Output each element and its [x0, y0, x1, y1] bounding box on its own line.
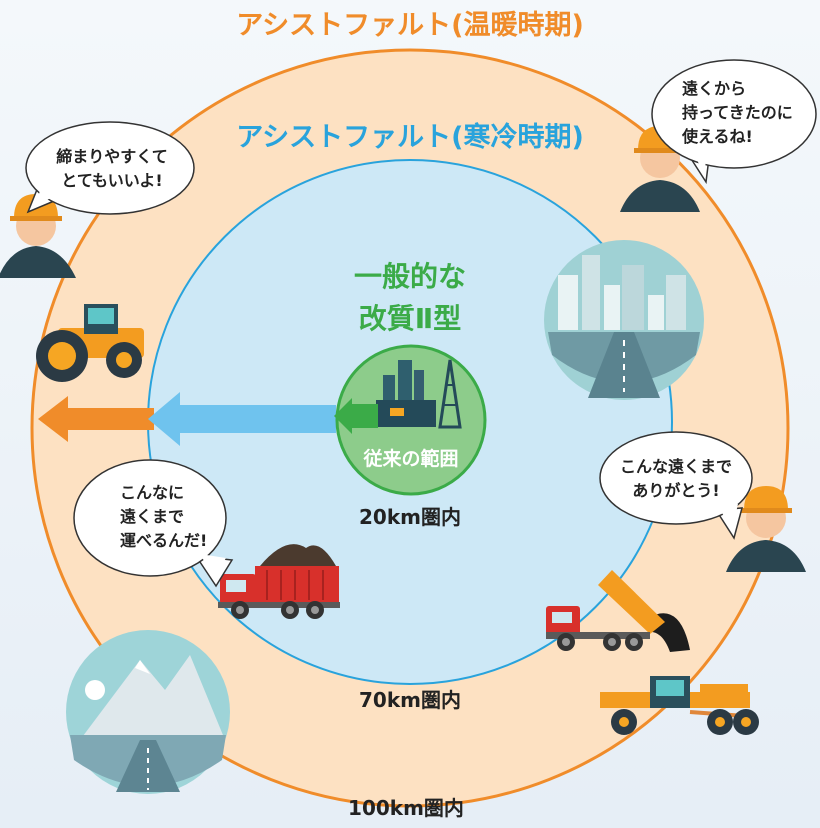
bubble-mid-right-line1: こんな遠くまで: [620, 457, 732, 476]
generic-label-line1: 一般的な: [354, 260, 466, 293]
motor-grader-icon: [600, 676, 759, 735]
title-cold: アシストファルト(寒冷時期): [236, 121, 584, 153]
bubble-mid-left-line1: こんなに: [120, 483, 184, 502]
bubble-top-left-line2: とてもいいよ!: [61, 171, 162, 190]
generic-label-line2: 改質Ⅱ型: [359, 302, 461, 335]
arrow-green: [334, 398, 378, 434]
conventional-label: 従来の範囲: [362, 447, 458, 470]
speech-bubble-mid-right: こんな遠くまで ありがとう!: [599, 431, 753, 540]
mountain-icon: [66, 630, 230, 794]
bubble-top-right-line1: 遠くから: [682, 79, 746, 98]
speech-bubble-top-right: 遠くから 持ってきたのに 使えるね!: [651, 59, 817, 185]
bubble-top-right-line3: 使えるね!: [681, 127, 753, 146]
arrow-blue: [148, 392, 336, 446]
range-label-70km: 70km圏内: [359, 688, 461, 712]
road-roller-icon: [36, 304, 144, 382]
bubble-top-left-line1: 締まりやすくて: [56, 147, 168, 166]
city-icon: [544, 240, 704, 400]
title-warm: アシストファルト(温暖時期): [236, 10, 584, 41]
range-label-20km: 20km圏内: [359, 505, 461, 529]
range-label-100km: 100km圏内: [348, 796, 464, 820]
speech-bubble-mid-left: こんなに 遠くまで 運べるんだ!: [73, 459, 234, 588]
bubble-mid-left-line2: 遠くまで: [120, 507, 184, 526]
factory-icon: [376, 359, 462, 429]
bubble-mid-left-line3: 運べるんだ!: [120, 531, 207, 550]
speech-bubble-top-left: 締まりやすくて とてもいいよ!: [25, 121, 195, 215]
worker-icon: [726, 486, 806, 572]
dump-truck-icon: [218, 544, 340, 619]
arrow-orange: [38, 396, 154, 442]
tipper-truck-icon: [546, 570, 690, 652]
bubble-mid-right-line2: ありがとう!: [632, 481, 719, 500]
bubble-top-right-line2: 持ってきたのに: [682, 103, 793, 122]
